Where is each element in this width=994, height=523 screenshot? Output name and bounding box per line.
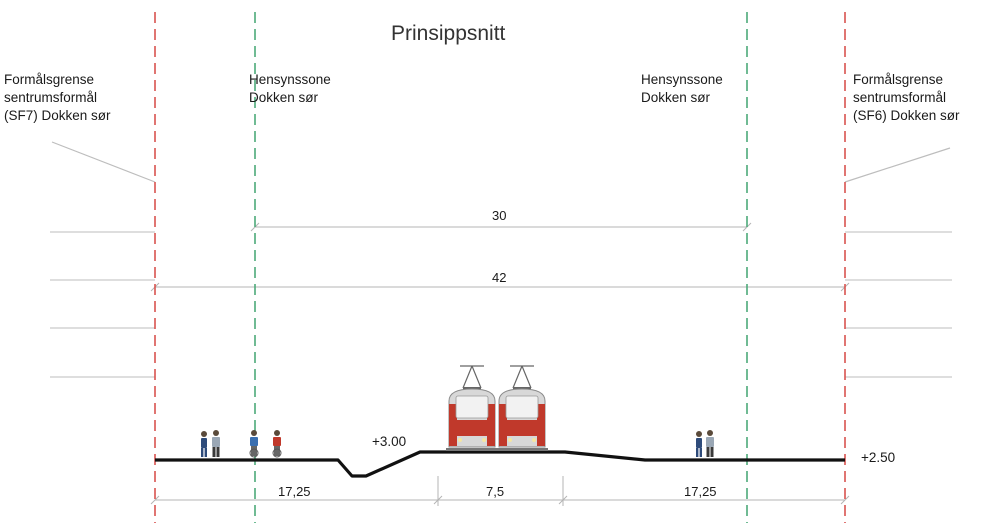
- ground-profile: [155, 450, 845, 478]
- right-boundary-label: Formålsgrense sentrumsformål (SF6) Dokke…: [853, 71, 960, 125]
- left-boundary-label: Formålsgrense sentrumsformål (SF7) Dokke…: [4, 71, 111, 125]
- dimension-middle-section-label: 7,5: [486, 484, 505, 499]
- cyclist-group: [249, 430, 282, 458]
- dimension-right-section-label: 17,25: [684, 484, 717, 499]
- tram-right: [498, 365, 546, 448]
- left-zone-line-1: Hensynssone: [249, 72, 331, 87]
- dimension-line-30: [250, 222, 752, 232]
- left-zone-line-2: Dokken sør: [249, 90, 319, 105]
- track-base: [446, 448, 548, 451]
- left-boundary-line-2: sentrumsformål: [4, 90, 98, 105]
- elevation-track-label: +3.00: [372, 434, 407, 449]
- dimension-42-label: 42: [492, 270, 507, 285]
- elevation-ground-label: +2.50: [861, 450, 896, 465]
- right-zone-line-2: Dokken sør: [641, 90, 711, 105]
- guide-lines-right: [845, 231, 952, 378]
- left-boundary-line-3: (SF7) Dokken sør: [4, 108, 111, 123]
- pedestrian-group-left: [201, 430, 220, 457]
- left-zone-label: Hensynssone Dokken sør: [249, 71, 331, 107]
- left-boundary-line-1: Formålsgrense: [4, 72, 95, 87]
- dimension-30-label: 30: [492, 208, 507, 223]
- leader-line-right: [844, 147, 951, 183]
- diagram-title: Prinsippsnitt: [391, 22, 506, 45]
- right-boundary-line-1: Formålsgrense: [853, 72, 944, 87]
- right-zone-line-1: Hensynssone: [641, 72, 723, 87]
- dimension-left-section-label: 17,25: [278, 484, 311, 499]
- tram-left: [448, 365, 496, 448]
- leader-line-left: [51, 141, 156, 183]
- dimension-line-bottom: [150, 476, 850, 506]
- guide-lines-left: [50, 231, 155, 378]
- right-boundary-line-2: sentrumsformål: [853, 90, 947, 105]
- right-zone-label: Hensynssone Dokken sør: [641, 71, 723, 107]
- pedestrian-group-right: [696, 430, 714, 457]
- right-boundary-line-3: (SF6) Dokken sør: [853, 108, 960, 123]
